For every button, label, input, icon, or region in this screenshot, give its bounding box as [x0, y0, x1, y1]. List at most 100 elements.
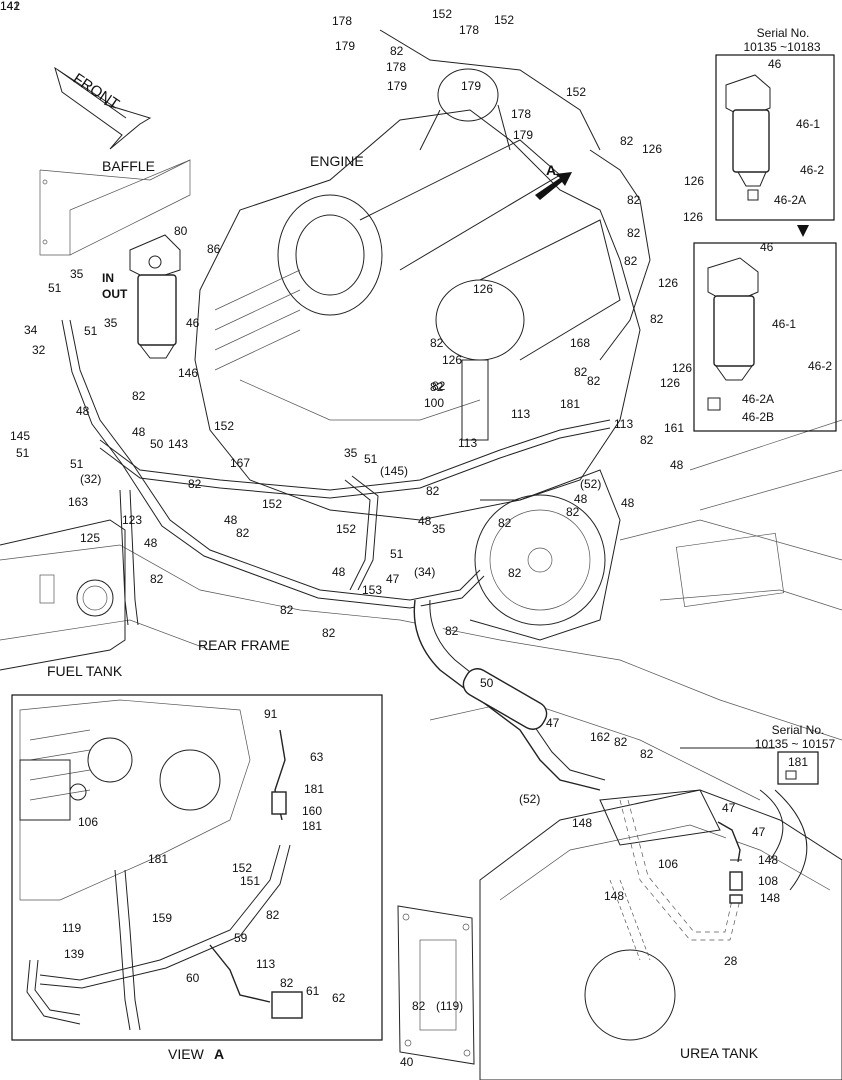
callout-label: 141 [0, 0, 21, 13]
callout-label: (34) [414, 565, 436, 579]
callout-label: 63 [310, 750, 324, 764]
urea-tank [479, 789, 842, 1080]
callout-label: 82 [188, 477, 202, 491]
callout-label: 167 [230, 456, 251, 470]
callout-label: 82 [266, 908, 280, 922]
callout-label: 82 [280, 976, 294, 990]
serial-inset-mid-box [693, 242, 837, 432]
callout-label: 50 [150, 437, 164, 451]
callout-label: 126 [684, 174, 705, 188]
callout-label: 181 [304, 782, 325, 796]
callout-label: 162 [590, 730, 611, 744]
callout-label: 108 [758, 874, 779, 888]
callout-label: 159 [152, 911, 173, 925]
fuel-filter-mid-inset [707, 257, 759, 411]
callout-label: 82 [614, 735, 628, 749]
callout-label: 113 [614, 417, 634, 431]
callout-label: 62 [332, 991, 346, 1005]
callout-label: 82 [150, 572, 164, 586]
top-inset-callout-1: 46-1 [796, 117, 821, 131]
mid-inset-part: 46 [760, 240, 774, 254]
callout-label: 82 [574, 365, 588, 379]
callout-label: (119) [436, 999, 464, 1013]
serial-mid-heading: Serial No. [771, 723, 825, 737]
serial-top-heading: Serial No. [756, 26, 810, 40]
callout-label: 35 [344, 446, 358, 460]
callout-label: 28 [724, 954, 738, 968]
callout-label: 181 [560, 397, 581, 411]
callout-label: 161 [664, 421, 685, 435]
callout-label: 179 [461, 79, 482, 93]
small-inset-part: 181 [788, 755, 809, 769]
callout-label: 48 [332, 565, 346, 579]
callout-label: 82 [566, 505, 580, 519]
callout-label: 82 [430, 336, 444, 350]
callout-label: 113 [511, 407, 531, 421]
callout-label: 47 [386, 572, 400, 586]
callout-label: (52) [580, 477, 602, 491]
in-label: IN [102, 271, 114, 285]
serial-arrows [680, 747, 808, 891]
callout-label: 160 [302, 804, 323, 818]
fuel-lines [61, 29, 651, 626]
callout-label: 179 [335, 39, 356, 53]
callout-label: 82 [627, 226, 641, 240]
view-a-artwork [19, 699, 303, 1031]
callout-label: 82 [508, 566, 522, 580]
callout-label: 148 [604, 889, 625, 903]
callout-label: 152 [494, 13, 515, 27]
callout-label: 139 [64, 947, 85, 961]
callout-label: 46 [186, 316, 200, 330]
callout-label: 146 [178, 366, 199, 380]
callout-label: 152 [214, 419, 235, 433]
callout-label: 178 [386, 60, 407, 74]
callout-label: 126 [642, 142, 663, 156]
callout-label: 48 [144, 536, 158, 550]
callout-label: 40 [400, 1055, 414, 1069]
engine-label: ENGINE [310, 153, 364, 169]
callout-label: 47 [752, 825, 766, 839]
serial-inset-top-box [715, 54, 835, 221]
callout-label: 32 [32, 343, 46, 357]
callout-label: 61 [306, 984, 320, 998]
top-inset-callout-3: 46-2A [774, 193, 807, 207]
baffle-label: BAFFLE [102, 158, 155, 174]
callout-label: 148 [760, 891, 781, 905]
callout-label: 48 [418, 514, 432, 528]
callout-label: 82 [587, 374, 601, 388]
callout-label: 47 [546, 716, 560, 730]
callout-label: 152 [336, 522, 357, 536]
callout-label: 82 [430, 380, 444, 394]
callout-label: 35 [70, 267, 84, 281]
callout-label: 48 [224, 513, 238, 527]
callout-label: 82 [445, 624, 459, 638]
callout-label: (52) [519, 792, 541, 806]
callout-label: (32) [80, 472, 102, 486]
callout-label: 82 [322, 626, 336, 640]
mid-inset-callout-2: 46-2 [808, 359, 833, 373]
callout-label: 59 [234, 931, 248, 945]
callout-label: 82 [650, 312, 664, 326]
callout-label: 152 [232, 861, 253, 875]
callout-label: 179 [387, 79, 408, 93]
clamp-181-small [785, 770, 797, 780]
callout-label: 152 [262, 497, 283, 511]
callout-label: 178 [332, 14, 353, 28]
callout-label: 142 [0, 0, 21, 13]
callout-label: 126 [660, 376, 681, 390]
callout-label: 82 [627, 193, 641, 207]
callout-label: 163 [68, 495, 89, 509]
callout-label: 148 [758, 853, 779, 867]
callout-label: 82 [390, 44, 404, 58]
callout-label: 35 [104, 316, 118, 330]
callout-label: 48 [574, 492, 588, 506]
top-inset-callout-2: 46-2 [800, 163, 825, 177]
urea-hose-119 [619, 799, 741, 941]
callout-label: 82 [432, 379, 446, 393]
callout-label: 148 [572, 816, 593, 830]
arrow-a-label: A [546, 162, 557, 178]
callout-label: 48 [76, 404, 90, 418]
callout-label: 126 [672, 361, 693, 375]
mid-inset-callout-1: 46-1 [772, 317, 797, 331]
callout-label: 179 [513, 128, 534, 142]
